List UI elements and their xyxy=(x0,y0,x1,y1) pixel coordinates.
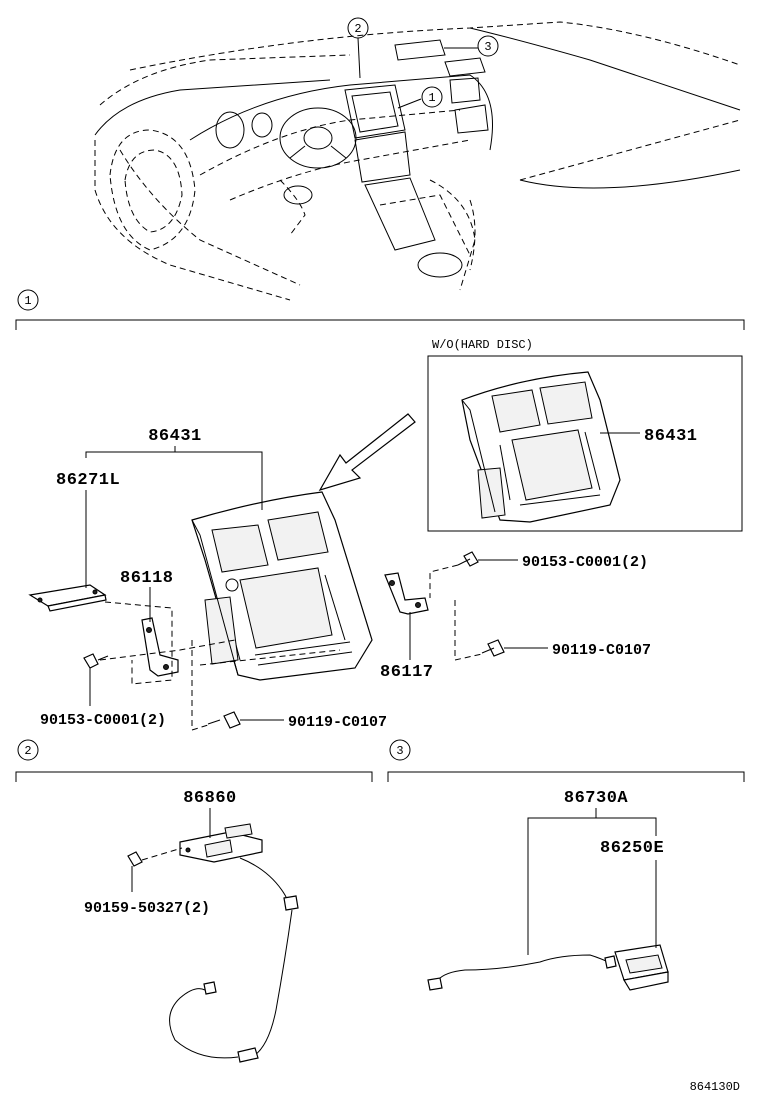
svg-text:90159-50327(2): 90159-50327(2) xyxy=(84,900,210,917)
bracket-86117 xyxy=(384,572,429,615)
label-86730A: 86730A xyxy=(527,789,657,955)
label-86250E: 86250E xyxy=(600,839,664,948)
label-86118: 86118 xyxy=(120,569,174,622)
svg-text:86431: 86431 xyxy=(644,427,698,446)
label-90119-bottom: 90119-C0107 xyxy=(240,714,387,731)
bolt-90119-bottom xyxy=(207,711,241,729)
svg-text:3: 3 xyxy=(396,744,403,758)
label-90159: 90159-50327(2) xyxy=(84,866,210,917)
svg-text:86250E: 86250E xyxy=(600,839,664,858)
svg-text:90119-C0107: 90119-C0107 xyxy=(288,714,387,731)
section-2-header: 2 xyxy=(15,739,373,782)
screw-90159 xyxy=(127,847,183,867)
svg-text:86118: 86118 xyxy=(120,569,174,588)
bracket-panel-86271L xyxy=(28,584,107,612)
svg-text:3: 3 xyxy=(484,40,491,54)
section-3-header: 3 xyxy=(387,739,745,782)
svg-text:86730A: 86730A xyxy=(564,789,629,808)
aux-jack-86250E xyxy=(427,944,669,991)
bolt-90119-right xyxy=(481,639,505,657)
svg-text:86271L: 86271L xyxy=(56,471,120,490)
svg-text:2: 2 xyxy=(354,22,361,36)
callout-3-overview: 3 xyxy=(477,35,499,57)
inset-without-hard-disc: W/O(HARD DISC) 86431 xyxy=(427,338,743,532)
svg-text:1: 1 xyxy=(428,91,435,105)
label-90153-right: 90153-C0001(2) xyxy=(478,554,648,571)
callout-1-overview: 1 xyxy=(421,86,443,108)
label-86117: 86117 xyxy=(380,612,434,682)
label-86431-main: 86431 xyxy=(85,427,263,510)
section-1-header: 1 xyxy=(15,289,745,330)
antenna-86860 xyxy=(169,823,299,1063)
svg-text:90153-C0001(2): 90153-C0001(2) xyxy=(522,554,648,571)
svg-text:86117: 86117 xyxy=(380,663,434,682)
svg-text:90153-C0001(2): 90153-C0001(2) xyxy=(40,712,166,729)
svg-text:1: 1 xyxy=(24,294,31,308)
label-86271L: 86271L xyxy=(56,471,120,588)
vehicle-interior-illustration xyxy=(94,21,741,301)
screw-90153-left xyxy=(83,653,109,669)
callout-2-overview: 2 xyxy=(347,17,369,39)
bracket-86118 xyxy=(141,617,179,677)
svg-text:2: 2 xyxy=(24,744,31,758)
svg-text:90119-C0107: 90119-C0107 xyxy=(552,642,651,659)
svg-text:86860: 86860 xyxy=(183,789,237,808)
figure-code: 864130D xyxy=(690,1080,740,1094)
svg-text:86431: 86431 xyxy=(148,427,202,446)
screw-90153-right xyxy=(457,551,479,567)
direction-arrow xyxy=(318,413,416,492)
svg-text:W/O(HARD DISC): W/O(HARD DISC) xyxy=(432,338,533,352)
label-90119-right: 90119-C0107 xyxy=(504,642,651,659)
label-86860: 86860 xyxy=(183,789,237,838)
display-unit-86431 xyxy=(191,491,373,681)
label-90153-left: 90153-C0001(2) xyxy=(40,668,166,729)
